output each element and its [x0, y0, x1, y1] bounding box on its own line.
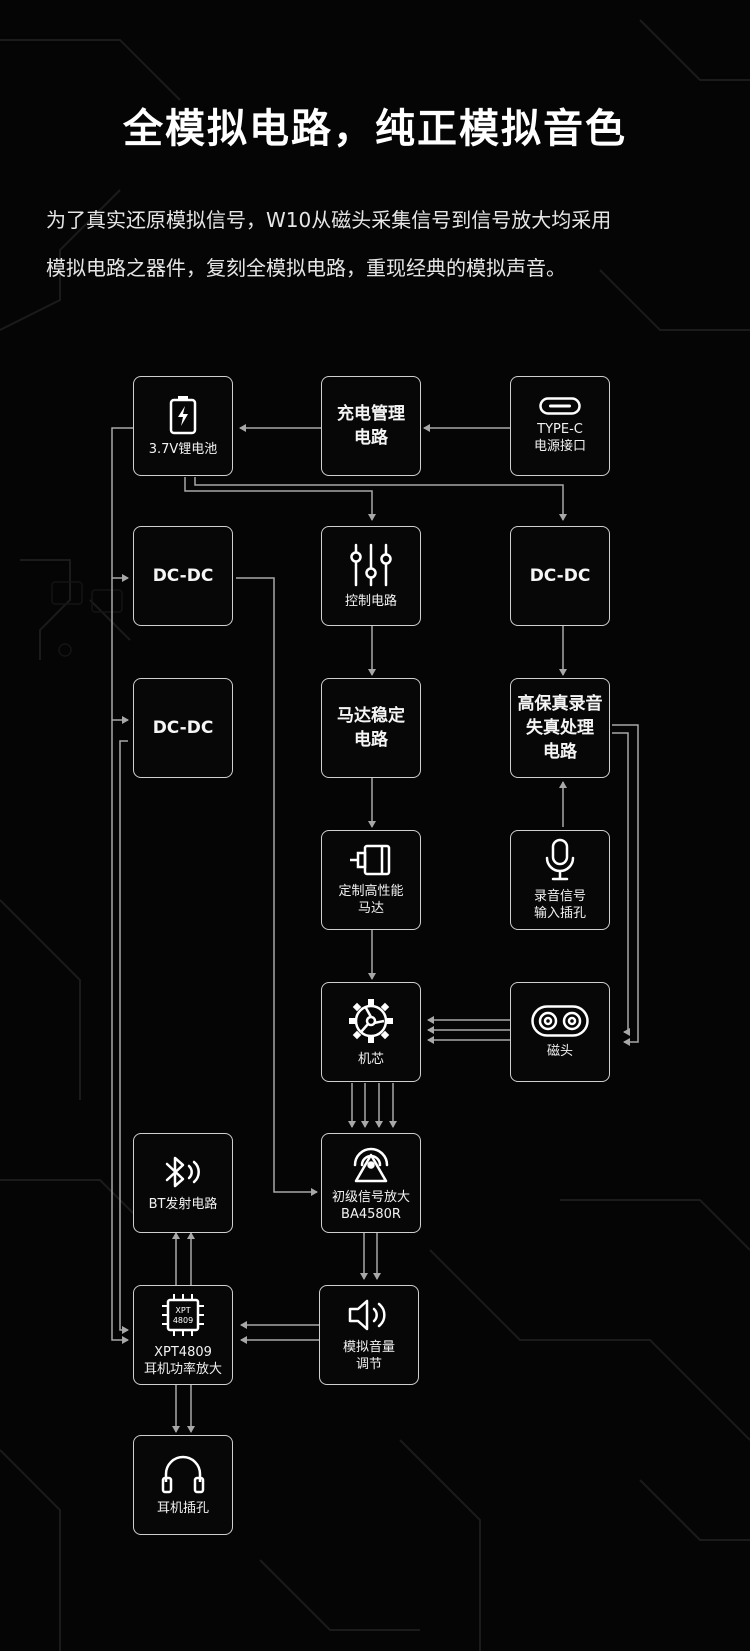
volume-node: 模拟音量 调节	[319, 1285, 419, 1385]
motor-stab-label-1: 马达稳定	[337, 706, 405, 726]
dcdc-right-label: DC-DC	[529, 566, 591, 586]
hifi-label-3: 电路	[543, 742, 577, 762]
volume-label-1: 模拟音量	[342, 1340, 395, 1355]
wire-battery-control	[184, 477, 376, 521]
hifi-label-2: 失真处理	[526, 718, 594, 738]
usb-c-port-icon	[539, 397, 581, 415]
tape-head-node: 磁头	[510, 982, 610, 1082]
mechanism-node: 机芯	[321, 982, 421, 1082]
dcdc-node-left-1: DC-DC	[133, 526, 233, 626]
sliders-icon	[350, 543, 392, 586]
jack-label: 耳机插孔	[156, 1500, 209, 1516]
rec-input-label-1: 录音信号	[533, 889, 586, 904]
wire-battery-dcdc-right	[194, 477, 567, 521]
rec-input-label-2: 输入插孔	[533, 906, 586, 921]
tape-head-icon	[531, 1004, 589, 1037]
xpt-amplifier-node: XPT 4809 XPT4809 耳机功率放大	[133, 1285, 233, 1385]
microphone-icon	[545, 838, 575, 881]
page-title: 全模拟电路，纯正模拟音色	[123, 106, 627, 152]
preamp-label-2: BA4580R	[341, 1207, 401, 1222]
hifi-label-1: 高保真录音	[517, 694, 603, 714]
chip-text-1: XPT	[175, 1306, 190, 1315]
xpt-label-2: 耳机功率放大	[143, 1362, 222, 1377]
preamp-node: 初级信号放大 BA4580R	[321, 1133, 421, 1233]
bluetooth-icon	[165, 1156, 200, 1187]
headphones-icon	[161, 1455, 205, 1493]
volume-label-2: 调节	[355, 1357, 382, 1372]
chip-text-2: 4809	[173, 1316, 193, 1325]
dcdc-node-right: DC-DC	[510, 526, 610, 626]
head-label: 磁头	[546, 1043, 573, 1059]
chip-icon: XPT 4809	[162, 1294, 204, 1336]
wire-dcdc2-xpt	[119, 740, 129, 1334]
battery-label: 3.7V锂电池	[148, 441, 218, 457]
intro-line-1: 为了真实还原模拟信号，W10从磁头采集信号到信号放大均采用	[46, 208, 612, 232]
motor-label-1: 定制高性能	[338, 884, 404, 899]
battery-icon	[169, 395, 197, 434]
control-label: 控制电路	[344, 593, 397, 609]
headphone-jack-node: 耳机插孔	[133, 1435, 233, 1535]
dcdc-node-left-2: DC-DC	[133, 678, 233, 778]
mechanism-label: 机芯	[357, 1051, 384, 1067]
wire-hifi-head-1	[612, 724, 639, 1046]
bt-transmitter-node: BT发射电路	[133, 1133, 233, 1233]
motor-node: 定制高性能 马达	[321, 830, 421, 930]
hifi-recording-node: 高保真录音 失真处理 电路	[510, 678, 610, 778]
motor-label-2: 马达	[357, 901, 384, 916]
preamp-label-1: 初级信号放大	[331, 1190, 410, 1205]
control-circuit-node: 控制电路	[321, 526, 421, 626]
bt-label: BT发射电路	[148, 1196, 218, 1212]
charge-label-2: 电路	[354, 428, 388, 448]
charge-label-1: 充电管理	[337, 404, 405, 424]
typec-label-2: 电源接口	[533, 439, 586, 454]
dcdc2-label: DC-DC	[152, 718, 214, 738]
dcdc-label: DC-DC	[152, 566, 214, 586]
typec-label-1: TYPE-C	[537, 422, 583, 437]
signal-icon	[353, 1147, 389, 1183]
wire-hifi-head-2	[612, 732, 630, 1036]
motor-stabilizer-node: 马达稳定 电路	[321, 678, 421, 778]
wire-battery-left-bus	[111, 427, 133, 1344]
battery-node: 3.7V锂电池	[133, 376, 233, 476]
intro-line-2: 模拟电路之器件，复刻全模拟电路，重现经典的模拟声音。	[46, 256, 566, 280]
speaker-icon	[348, 1299, 386, 1331]
charge-management-node: 充电管理 电路	[321, 376, 421, 476]
motor-stab-label-2: 电路	[354, 730, 388, 750]
gear-icon	[349, 998, 393, 1043]
typec-port-node: TYPE-C 电源接口	[510, 376, 610, 476]
motor-icon	[350, 844, 391, 876]
wire-dcdc1-preamp	[236, 577, 318, 1196]
recording-input-node: 录音信号 输入插孔	[510, 830, 610, 930]
xpt-label-1: XPT4809	[154, 1345, 212, 1360]
